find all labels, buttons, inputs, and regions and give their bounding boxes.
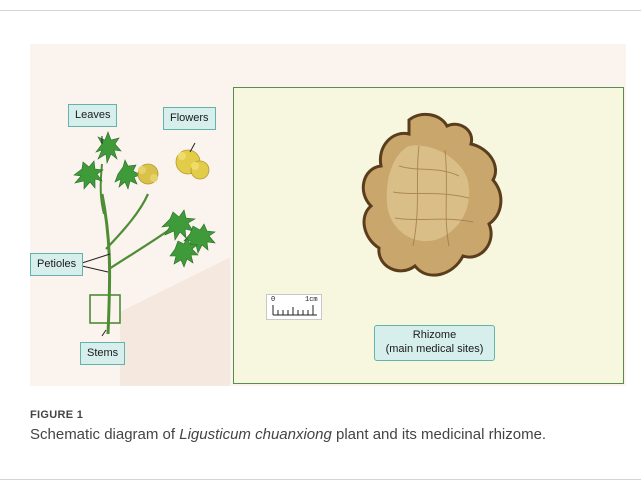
branch-stem bbox=[106, 194, 148, 249]
figure-caption: Schematic diagram of Ligusticum chuanxio… bbox=[30, 425, 590, 445]
flowers-callout: Flowers bbox=[163, 107, 216, 130]
figure-card: Leaves Flowers Petioles Stems bbox=[0, 10, 641, 480]
caption-species: Ligusticum chuanxiong bbox=[179, 426, 332, 443]
petioles-callout: Petioles bbox=[30, 253, 83, 276]
scale-unit-label: 1cm bbox=[305, 296, 318, 304]
stem-selection-box bbox=[90, 295, 120, 323]
rhizome-label: Rhizome bbox=[375, 329, 494, 343]
stems-pointer bbox=[102, 330, 106, 336]
caption-prefix: Schematic diagram of bbox=[30, 426, 179, 443]
stems-callout: Stems bbox=[80, 342, 125, 365]
petioles-pointer bbox=[82, 254, 110, 263]
flower-cluster bbox=[138, 150, 209, 184]
rhizome-callout: Rhizome (main medical sites) bbox=[374, 325, 495, 361]
plant-drawing bbox=[30, 44, 230, 386]
caption-suffix: plant and its medicinal rhizome. bbox=[332, 426, 546, 443]
leaves-callout: Leaves bbox=[68, 104, 117, 127]
projection-wedge bbox=[120, 256, 230, 386]
rhizome-sublabel: (main medical sites) bbox=[375, 343, 494, 357]
figure-heading: FIGURE 1 bbox=[30, 409, 83, 421]
rhizome-photo-frame: 0 1cm Rhizome (main medical sites) bbox=[233, 87, 624, 384]
petioles-pointer bbox=[82, 266, 108, 272]
figure-panel: Leaves Flowers Petioles Stems bbox=[30, 44, 626, 386]
plant-illustration: Leaves Flowers Petioles Stems bbox=[30, 44, 230, 386]
main-stem bbox=[102, 194, 110, 334]
rhizome-image bbox=[349, 106, 509, 286]
scale-zero-label: 0 bbox=[271, 296, 275, 304]
scale-bar: 0 1cm bbox=[266, 294, 322, 320]
